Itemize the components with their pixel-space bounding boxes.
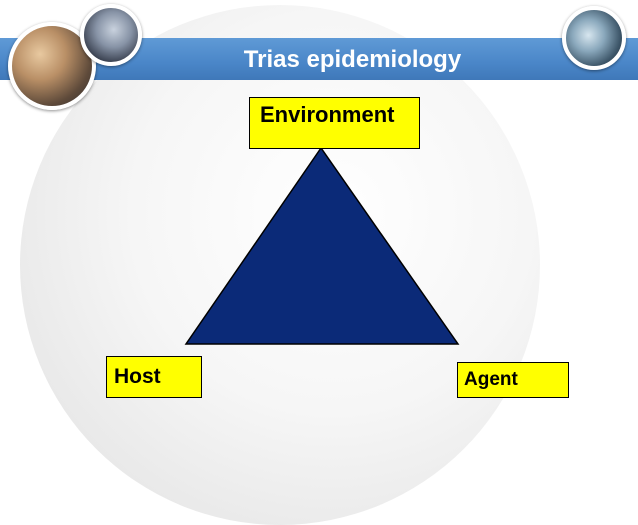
- agent-box: Agent: [457, 362, 569, 398]
- epidemiology-triangle: [184, 146, 460, 345]
- epidemiology-triangle-diagram: [184, 146, 460, 345]
- environment-label: Environment: [260, 102, 395, 127]
- slide-title: Trias epidemiology: [243, 46, 462, 73]
- environment-box: Environment: [249, 97, 420, 149]
- agent-label: Agent: [464, 369, 518, 390]
- businessman-photo: [80, 4, 142, 66]
- office-worker-photo: [562, 6, 626, 70]
- host-label: Host: [114, 365, 161, 388]
- host-box: Host: [106, 356, 202, 398]
